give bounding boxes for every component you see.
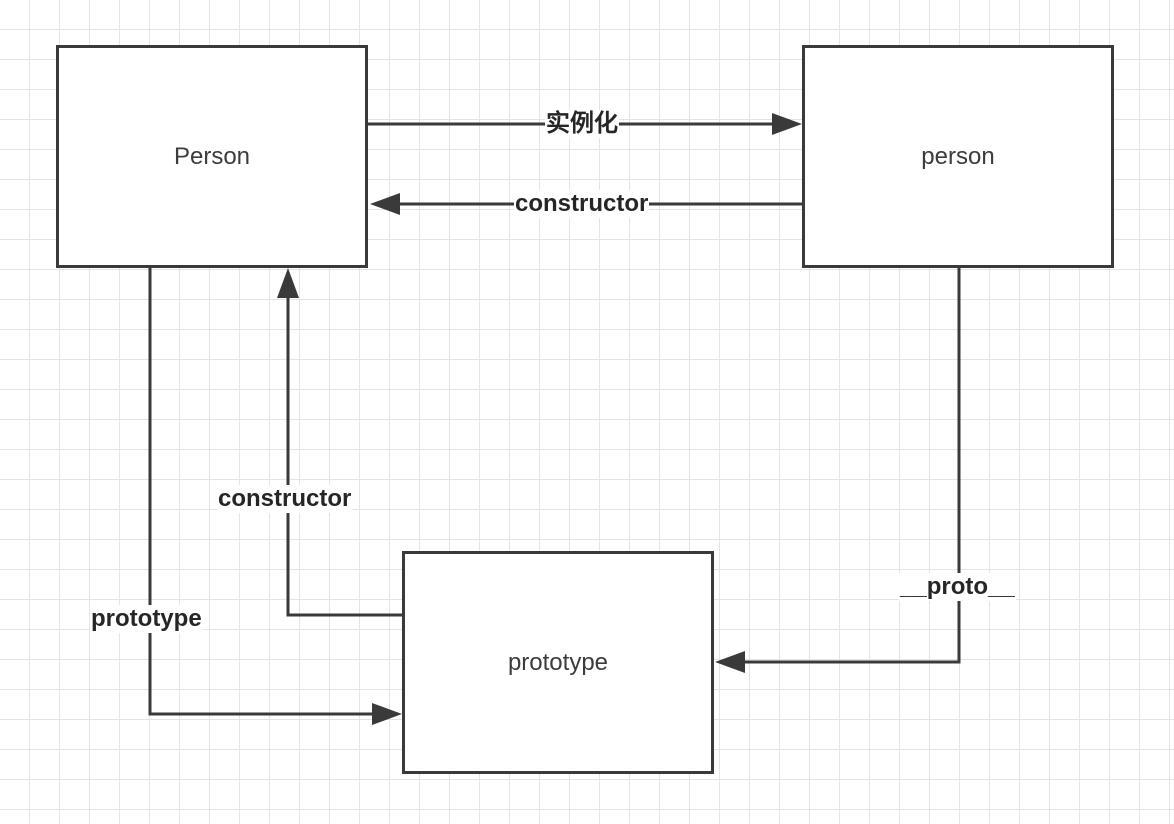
edge-label-prototype-constructor[interactable]: constructor	[217, 485, 353, 513]
arrowhead-icon	[372, 703, 402, 725]
edge-label-instantiate[interactable]: 实例化	[545, 110, 619, 138]
edge-label-instance-constructor[interactable]: constructor	[514, 190, 650, 218]
node-person-constructor[interactable]: Person	[56, 45, 368, 268]
edge-prototype-constructor[interactable]	[277, 268, 403, 617]
node-prototype-object[interactable]: prototype	[402, 551, 714, 774]
edge-prototype-link[interactable]	[148, 267, 402, 725]
node-label: person	[921, 142, 995, 170]
arrowhead-icon	[370, 193, 400, 215]
arrowhead-icon	[277, 268, 299, 298]
edge-proto-link[interactable]	[715, 267, 961, 673]
node-label: Person	[173, 142, 251, 170]
arrowhead-icon	[772, 113, 802, 135]
node-label: prototype	[507, 648, 609, 676]
edge-label-prototype-link[interactable]: prototype	[90, 605, 203, 633]
arrowhead-icon	[715, 651, 745, 673]
edge-label-proto-link[interactable]: __proto__	[899, 573, 1016, 601]
node-person-instance[interactable]: person	[802, 45, 1114, 268]
